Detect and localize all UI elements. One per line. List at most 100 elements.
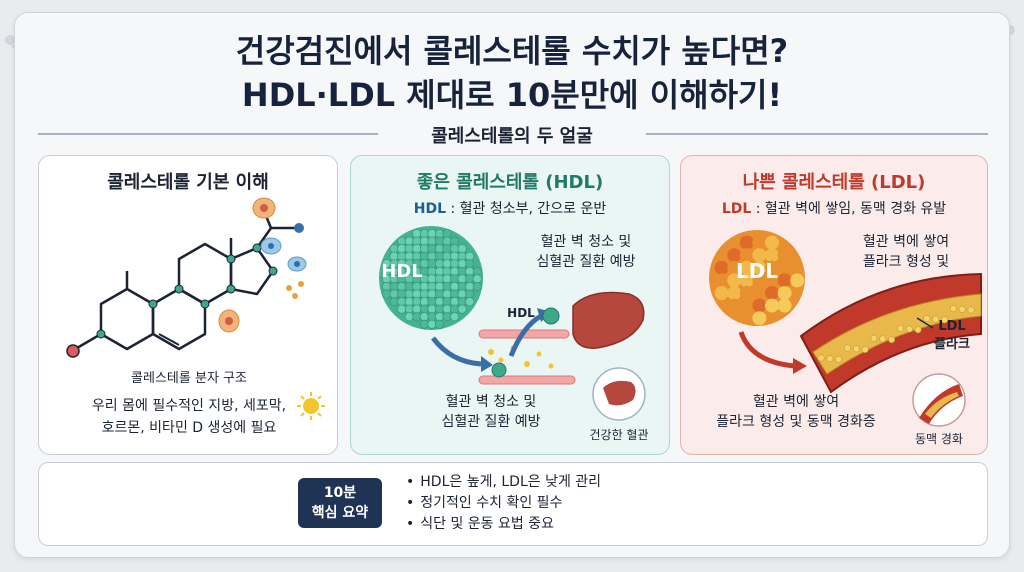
particle-dot [412,289,422,299]
particle-dot [382,281,392,291]
particle-dot [752,311,767,326]
particle-dot [465,289,475,299]
particle-dot [427,266,437,276]
particle-dot [434,281,444,291]
particle-dot [450,297,460,307]
particle-dot [450,274,460,284]
particle-dot [450,251,460,261]
particle-dot [442,236,452,246]
particle-dot [397,251,407,261]
particle-dot [427,281,437,291]
particle-dot [419,229,429,239]
section-subtitle: 콜레스테롤의 두 얼굴 [431,126,593,147]
particle-dot [404,251,414,261]
ldl-note-line2: 플라크 형성 및 [862,254,950,270]
particle-dot [412,244,422,254]
subtitle-rule-right [646,133,988,135]
healthy-vessel-badge-icon [592,367,646,421]
molecule-caption: 콜레스테롤 분자 구조 [131,371,247,386]
particle-dot [777,273,792,288]
summary-bullets: HDL은 높게, LDL은 낮게 관리 정기적인 수치 확인 필수 식단 및 운… [406,472,601,535]
hdl-note-line1: 혈관 벽 청소 및 [540,234,632,250]
particle-dot [739,286,754,300]
summary-bullet: 식단 및 운동 요법 중요 [406,514,601,535]
plaque-dot [870,334,878,342]
particle-dot [777,248,792,263]
plaque-dot [932,315,940,323]
particle-dot [442,229,452,239]
card-ldl: 나쁜 콜레스테롤 (LDL) LDL : 혈관 벽에 쌓임, 동맥 경화 유발 … [680,155,988,455]
particle-dot [412,304,422,314]
ldl-subtitle: LDL : 혈관 벽에 쌓임, 동맥 경화 유발 [681,198,987,218]
particle-dot [727,248,742,263]
particle-dot [450,281,460,291]
hdl-subtitle: HDL : 혈관 청소부, 간으로 운반 [351,198,669,218]
particle-dot [465,259,475,269]
particle-dot [404,304,414,314]
particle-dot [419,312,429,322]
particle-dot [427,319,437,329]
particle-dot [714,260,729,275]
particle-dot [412,281,422,291]
subtitle-rule-left [38,133,378,135]
hdl-note-line2: 심혈관 질환 예방 [536,254,636,270]
plaque-dot [879,335,887,343]
particle-dot [727,273,742,288]
particle-dot [434,244,444,254]
card-title: 콜레스테롤 기본 이해 [107,172,269,193]
main-title-line1: 건강검진에서 콜레스테롤 수치가 높다면? [235,32,789,70]
particle-dot [442,312,452,322]
particle-dot [739,260,754,275]
particle-dot [727,286,742,300]
cholesterol-molecule-icon [66,197,325,420]
particle-dot [450,266,460,276]
particle-dot [412,236,422,246]
plaque-dot [905,325,913,333]
particle-dot [434,274,444,284]
particle-dot [714,273,729,288]
summary-badge-line1: 10분 [323,485,357,501]
hdl-particle-icon [379,226,483,330]
summary-badge-line2: 핵심 요약 [311,505,369,521]
particle-dot [765,248,779,263]
particle-dot [465,274,475,284]
particle-dot [450,304,460,314]
particle-dot [765,273,779,288]
hdl-particle-label: HDL [381,261,423,282]
ldl-bottom-line2: 플라크 형성 및 동맥 경화증 [716,414,876,430]
plaque-dot [923,315,931,322]
particle-dot [389,281,399,291]
ldl-sub-key: LDL [721,201,752,217]
particle-dot [434,289,444,299]
particle-dot [472,274,482,284]
particle-dot [457,266,467,276]
particle-dot [727,298,742,313]
particle-dot [419,304,429,314]
particle-dot [739,298,754,313]
ldl-particle-icon [709,230,805,326]
particle-dot [434,236,444,246]
particle-dot [419,319,429,329]
particle-dot [419,281,429,291]
sun-icon [297,392,325,420]
particle-dot [465,297,475,307]
particle-dot [457,297,467,307]
particle-dot [404,236,414,246]
particle-dot [419,244,429,254]
particle-dot [450,312,460,322]
hdl-sub-key: HDL [413,201,447,217]
particle-dot [465,251,475,261]
plaque-dot [888,336,896,344]
particle-dot [739,235,754,250]
plaque-dot [896,324,904,332]
particle-dot [472,281,482,291]
particle-dot [412,312,422,322]
particle-dot [397,297,407,307]
particle-dot [442,274,452,284]
main-title-line2: HDL·LDL 제대로 10분만에 이해하기! [241,76,783,114]
particle-dot [427,244,437,254]
particle-dot [790,273,805,288]
particle-dot [412,297,422,307]
particle-dot [389,251,399,261]
atherosclerosis-badge-icon [912,373,966,427]
